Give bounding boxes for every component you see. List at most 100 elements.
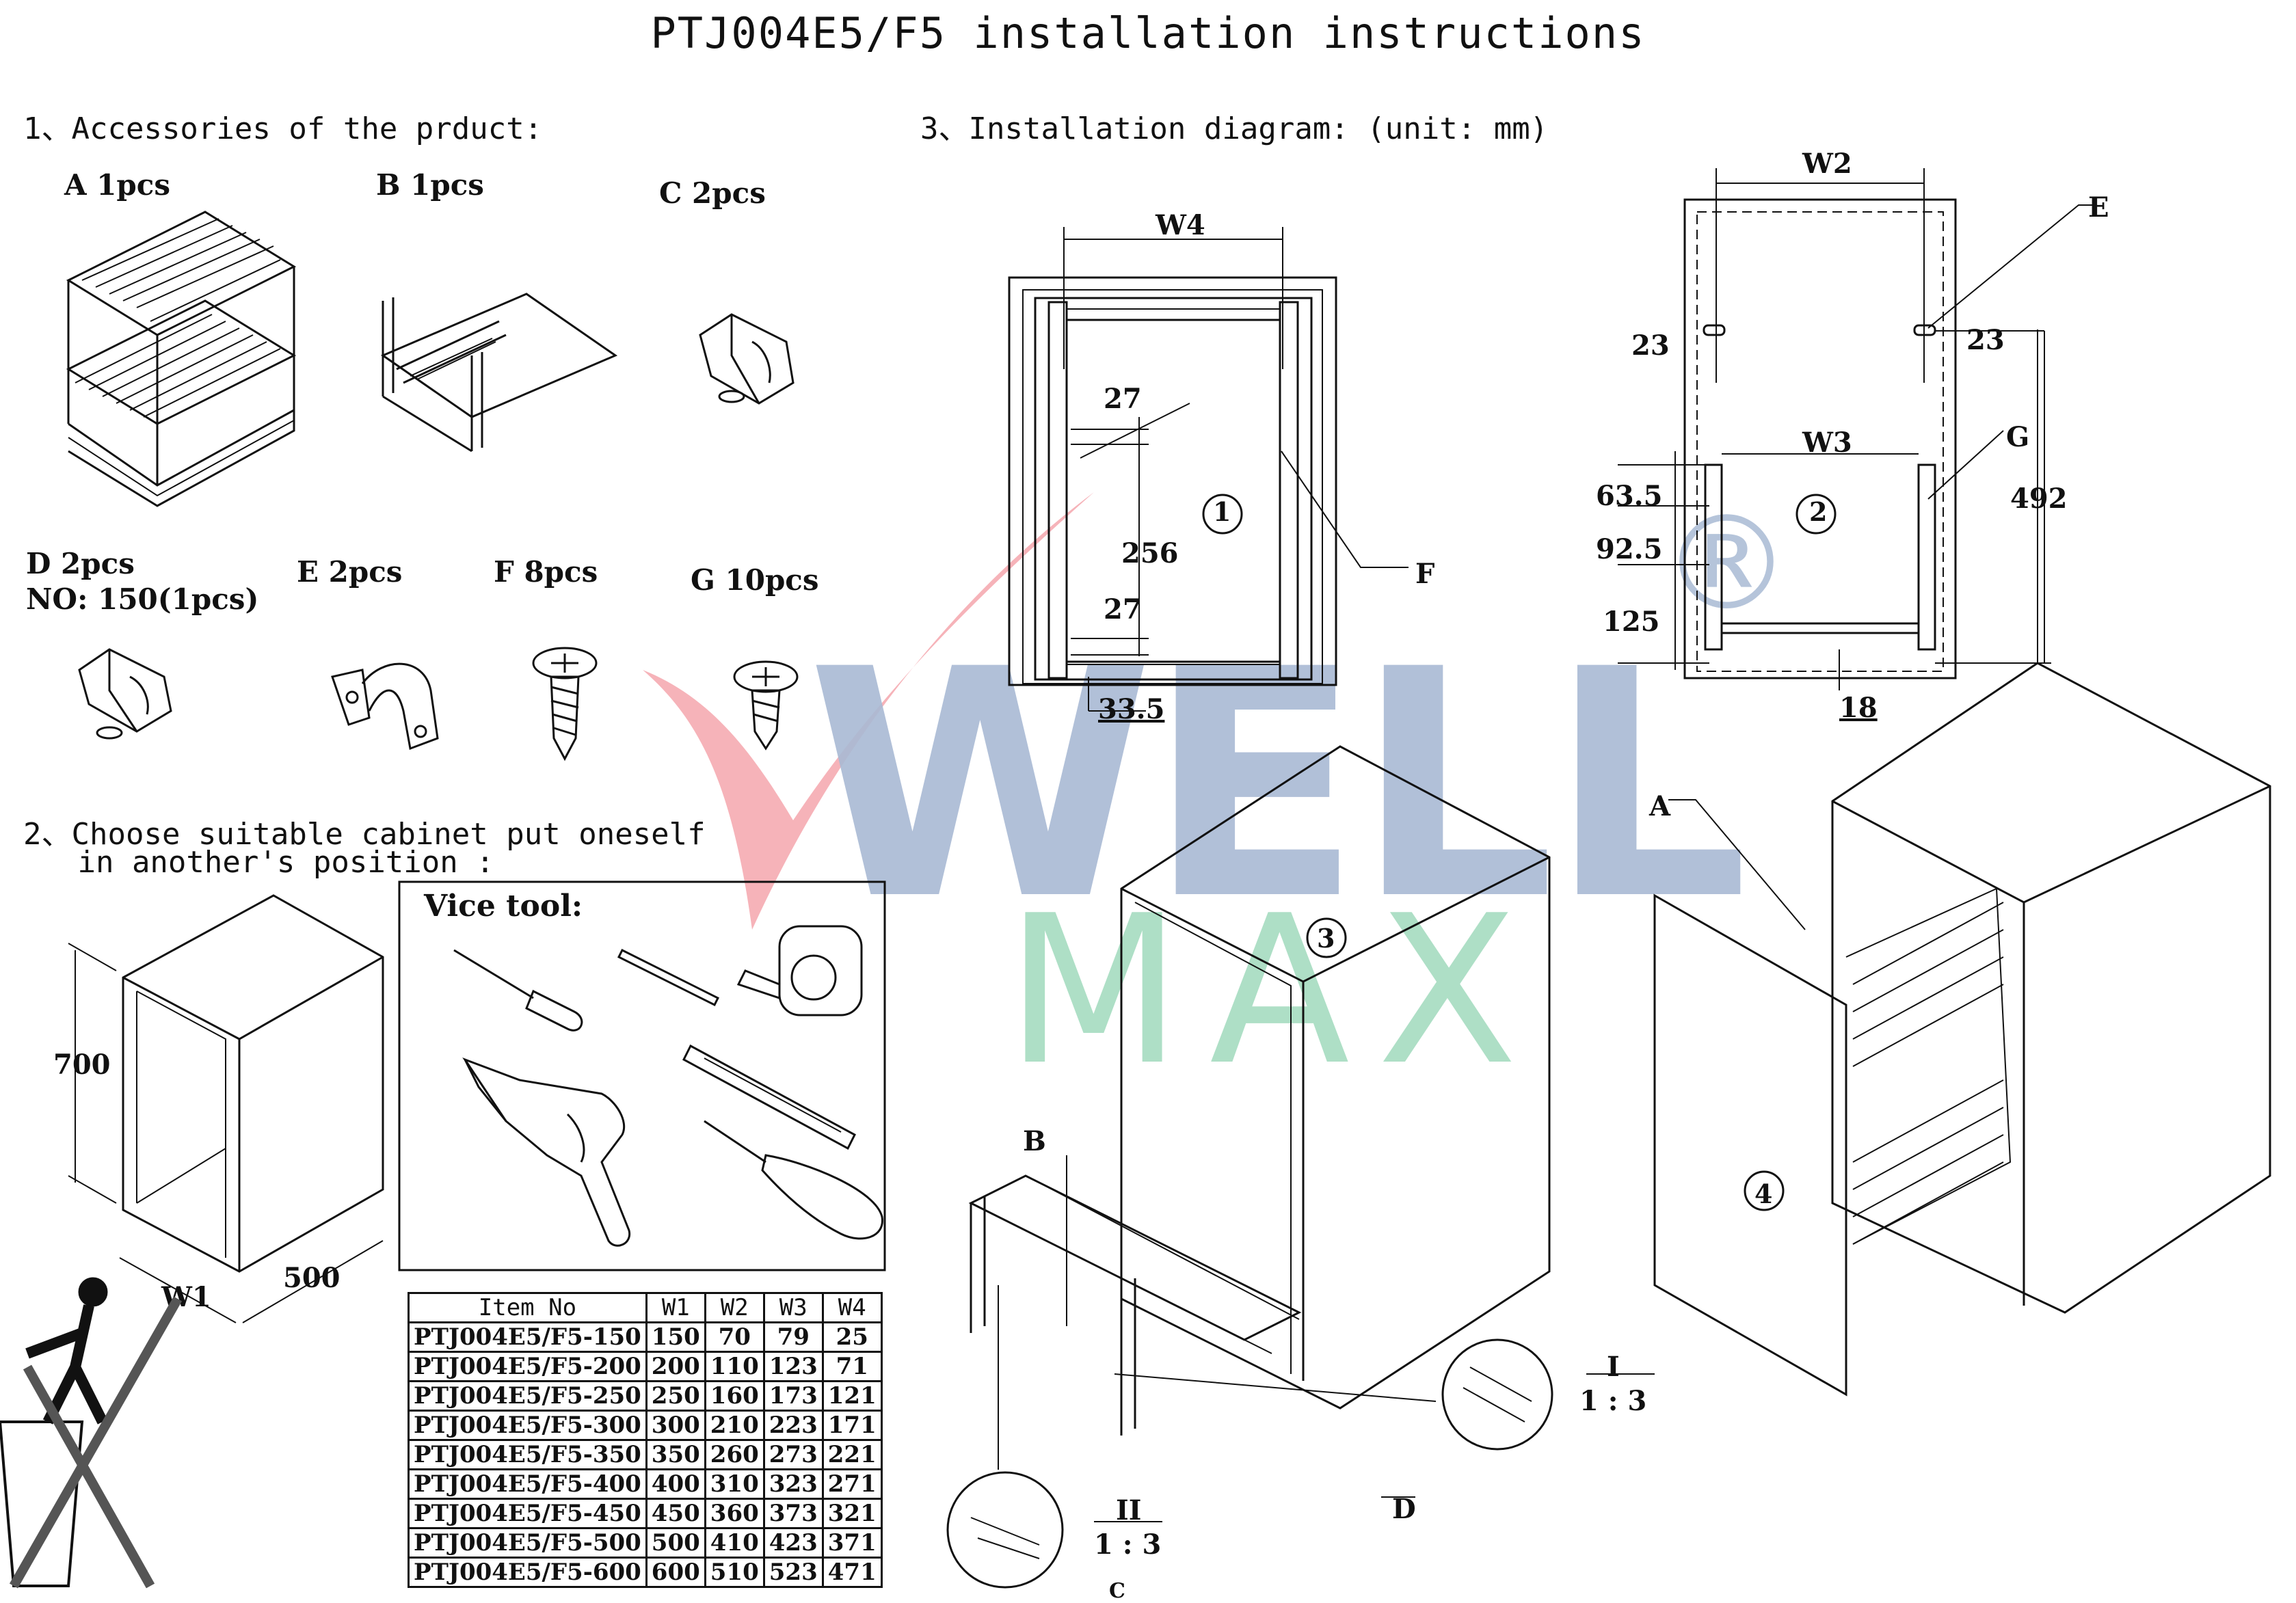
detail1-label: I [1607,1351,1620,1383]
table-cell-w2: 260 [704,1439,765,1470]
diagram4-drawing [1653,662,2271,1397]
page-title: PTJ004E5/F5 installation instructions [650,8,1646,58]
table-cell-w1: 600 [645,1557,706,1588]
table-cell-w4: 121 [821,1380,883,1412]
table-cell-item-no: PTJ004E5/F5-500 [408,1527,648,1559]
level-ruler-drawing [682,1044,856,1150]
section-accessories: 1、Accessories of the prduct: [23,111,543,146]
watermark-check-mark [615,492,1094,937]
table-cell-item-no: PTJ004E5/F5-350 [408,1439,648,1470]
diagram3-number: 3 [1317,923,1335,954]
accessory-a-basket-drawing [66,211,297,507]
accessory-a-label: A 1pcs [64,168,171,202]
table-cell-w3: 173 [762,1380,824,1412]
screwdriver-drawing [453,949,583,1032]
diagram2-w2: W2 [1802,148,1852,180]
cabinet-height-dim: 700 [53,1049,111,1081]
detail2-scale: 1 : 3 [1094,1528,1162,1561]
tools-box [398,880,886,1271]
accessory-b-rail-drawing [380,293,618,453]
table-cell-w2: 110 [704,1351,765,1382]
table-cell-w2: 410 [704,1527,765,1559]
section-installation-diagram: 3、Installation diagram: (unit: mm) [920,111,1549,146]
header-w2: W2 [704,1292,765,1323]
accessory-c-clip-drawing [699,313,795,405]
diagram1-callout-f: F [1415,558,1435,590]
header-w1: W1 [645,1292,706,1323]
table-cell-w2: 160 [704,1380,765,1412]
table-cell-w3: 123 [762,1351,824,1382]
header-w3: W3 [762,1292,824,1323]
table-cell-w4: 271 [821,1468,883,1500]
table-header-row: Item No W1 W2 W3 W4 [408,1292,883,1323]
table-cell-item-no: PTJ004E5/F5-250 [408,1380,648,1412]
table-cell-w3: 223 [762,1410,824,1441]
accessory-d-label: D 2pcs [26,547,135,580]
diagram2-dim-492: 492 [2010,483,2068,515]
diagram2-dim-23a: 23 [1631,329,1670,362]
detail1-scale: 1 : 3 [1579,1385,1647,1417]
table-cell-w1: 450 [645,1498,706,1529]
accessory-f-screw-drawing [532,647,598,762]
diagram4-callout-a: A [1649,790,1671,822]
diagram2-dim-18: 18 [1839,692,1878,724]
table-cell-w4: 321 [821,1498,883,1529]
header-w4: W4 [821,1292,883,1323]
table-cell-w3: 373 [762,1498,824,1529]
table-cell-w3: 79 [762,1321,824,1353]
table-cell-w2: 360 [704,1498,765,1529]
table-cell-w4: 471 [821,1557,883,1588]
accessory-f-label: F 8pcs [494,555,598,589]
table-cell-w3: 273 [762,1439,824,1470]
diagram1-dim-33-5: 33.5 [1098,693,1165,725]
accessory-g-screw-drawing [733,660,799,751]
table-cell-w2: 70 [704,1321,765,1353]
diagram4-number: 4 [1754,1178,1773,1209]
section-cabinet-line2: in another's position : [23,845,494,880]
table-cell-w4: 171 [821,1410,883,1441]
diagram3-drawing [946,745,1655,1589]
table-cell-w1: 250 [645,1380,706,1412]
accessory-d-note: NO: 150(1pcs) [26,582,259,616]
table-cell-w1: 500 [645,1527,706,1559]
table-cell-w4: 221 [821,1439,883,1470]
cabinet-depth-dim: 500 [283,1262,341,1294]
accessory-c-label: C 2pcs [659,176,766,210]
table-cell-item-no: PTJ004E5/F5-150 [408,1321,648,1353]
table-cell-item-no: PTJ004E5/F5-450 [408,1498,648,1529]
accessory-e-label: E 2pcs [297,555,403,589]
header-item-no: Item No [408,1292,648,1323]
section-cabinet-line1: 2、Choose suitable cabinet put oneself [23,817,706,852]
diagram2-callout-g: G [2006,421,2030,453]
diagram2-dim-23b: 23 [1966,324,2005,356]
diagram1-w4: W4 [1156,209,1205,241]
table-cell-item-no: PTJ004E5/F5-300 [408,1410,648,1441]
table-cell-w4: 71 [821,1351,883,1382]
table-cell-item-no: PTJ004E5/F5-400 [408,1468,648,1500]
table-cell-w3: 523 [762,1557,824,1588]
table-cell-w1: 400 [645,1468,706,1500]
tape-measure-drawing [736,925,863,1016]
table-cell-item-no: PTJ004E5/F5-200 [408,1351,648,1382]
accessory-b-label: B 1pcs [376,168,484,202]
table-cell-w4: 25 [821,1321,883,1353]
diagram2-drawing [1618,168,2092,690]
drill-drawing [462,1057,631,1247]
diagram2-number: 2 [1809,496,1828,527]
diagram3-callout-d: D [1392,1493,1416,1525]
watermark-max: MAX [1005,872,1545,1110]
diagram1-dim-27a: 27 [1104,383,1142,415]
pencil-drawing [617,948,720,1007]
table-cell-w1: 200 [645,1351,706,1382]
watermark-registered: ® [1661,488,1791,639]
tools-title: Vice tool: [424,889,583,924]
